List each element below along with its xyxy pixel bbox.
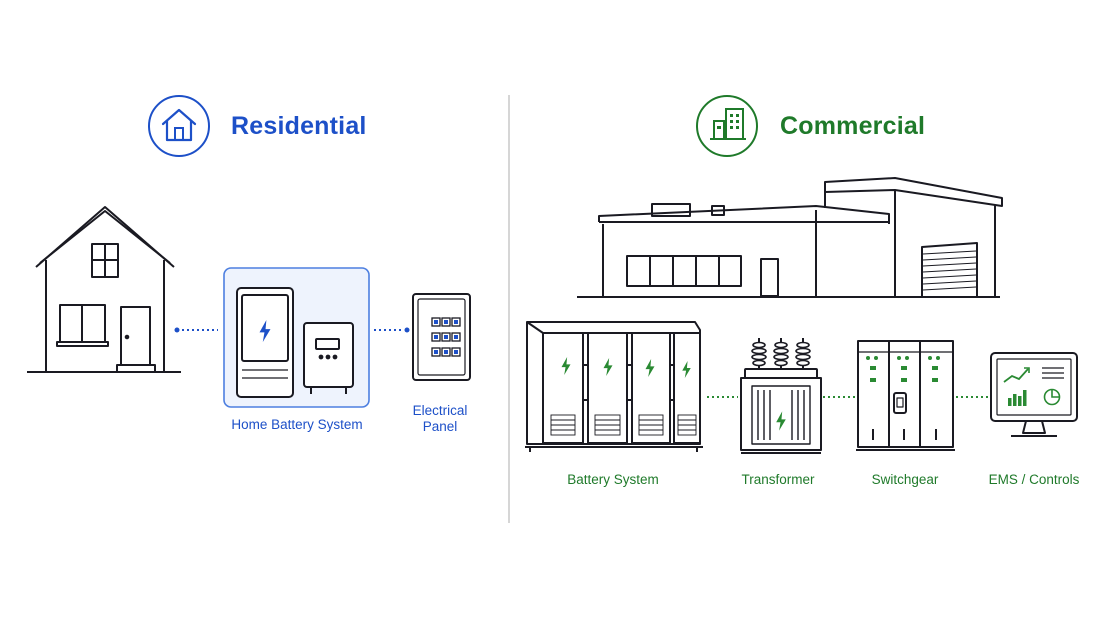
commercial-building [577,177,1003,298]
home-battery-unit [236,287,294,398]
bolt-icon [645,359,655,377]
electrical-panel-label: Electrical Panel [400,403,480,435]
bolt-icon [682,361,691,378]
battery-vents [550,414,697,436]
residential-connector-2 [374,327,410,333]
switchgear [856,340,955,451]
ems-controls-label: EMS / Controls [988,472,1080,487]
residential-title: Residential [231,112,367,140]
transformer-label: Transformer [741,472,815,487]
commercial-battery-system [525,321,703,452]
switchgear-label: Switchgear [871,472,939,487]
home-battery-label: Home Battery System [231,417,363,432]
ems-monitor [990,352,1078,437]
garage-door [922,250,977,291]
bolt-icon [603,358,613,376]
battery-system-label: Battery System [567,472,659,487]
switchgear-indicators [866,356,940,382]
bolt-icon [561,357,571,375]
office-building-icon [696,95,758,157]
electrical-panel-label-line2: Panel [422,419,458,434]
residential-connector-1 [174,327,218,333]
bolt-icon [776,411,786,431]
house-illustration [27,206,181,373]
electrical-panel-label-line1: Electrical [412,403,468,418]
commercial-title: Commercial [780,112,926,140]
house-icon [148,95,210,157]
chart-icon [1003,367,1064,406]
transformer-bushings [751,341,811,367]
electrical-panel [412,293,471,381]
inverter-unit [303,322,354,394]
